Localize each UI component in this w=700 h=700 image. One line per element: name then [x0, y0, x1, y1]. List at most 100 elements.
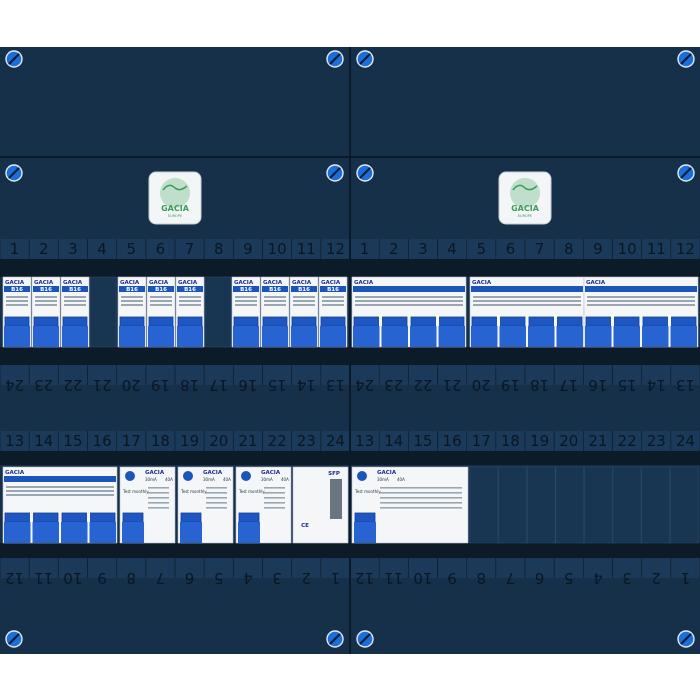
- device-label: [119, 286, 145, 292]
- toggle-lever: [122, 512, 144, 523]
- position-number: 3: [418, 240, 428, 258]
- position-number: 19: [180, 432, 199, 450]
- position-number: 16: [93, 432, 112, 450]
- toggle-base: [4, 522, 31, 543]
- position-number: 17: [122, 432, 141, 450]
- toggle-lever: [291, 316, 317, 327]
- position-number: 8: [126, 569, 136, 587]
- position-number: 12: [5, 569, 24, 587]
- toggle-lever: [61, 512, 87, 523]
- position-number: 7: [535, 240, 545, 258]
- toggle-base: [320, 326, 346, 347]
- position-number: 13: [355, 432, 374, 450]
- toggle-base: [262, 326, 288, 347]
- device-brand: GACIA: [5, 470, 25, 476]
- toggle-lever: [585, 316, 611, 327]
- position-number: 20: [122, 376, 141, 394]
- position-number: 9: [97, 569, 107, 587]
- position-number: 16: [443, 432, 462, 450]
- din-rail: [0, 259, 700, 277]
- device-brand: GACIA: [377, 470, 397, 476]
- device-label: [148, 286, 174, 292]
- device-brand: GACIA: [586, 280, 606, 286]
- toggle-base: [613, 326, 640, 347]
- logo-name: GACIA: [161, 204, 190, 213]
- device-brand: GACIA: [149, 280, 169, 286]
- position-number: 13: [676, 376, 695, 394]
- position-number: 18: [530, 376, 549, 394]
- screw-icon: [356, 164, 374, 182]
- toggle-base: [122, 522, 144, 543]
- position-number: 21: [238, 432, 257, 450]
- rcd-sensitivity: 30mA: [377, 477, 389, 482]
- position-number: 14: [297, 376, 316, 394]
- test-label: Test monthly: [180, 489, 207, 494]
- toggle-lever: [528, 316, 554, 327]
- test-button: [357, 471, 367, 481]
- screw-icon: [326, 50, 344, 68]
- blank-slot: [555, 466, 585, 544]
- position-number: 5: [476, 240, 486, 258]
- toggle-lever: [233, 316, 259, 327]
- rcbo-block: GACIA: [351, 276, 467, 348]
- device-label: [262, 286, 288, 292]
- toggle-base: [438, 326, 465, 347]
- toggle-base: [670, 326, 697, 347]
- toggle-lever: [642, 316, 668, 327]
- toggle-base: [471, 326, 498, 347]
- position-number: 5: [564, 569, 574, 587]
- rcbo-block: GACIA: [583, 276, 699, 348]
- blank-slot: [498, 466, 527, 544]
- device-label: [291, 286, 317, 292]
- position-number: 9: [243, 240, 253, 258]
- position-number: 23: [297, 432, 316, 450]
- device-brand: GACIA: [145, 470, 165, 476]
- position-number: 5: [214, 569, 224, 587]
- device-label: [585, 286, 697, 292]
- position-number: 17: [559, 376, 578, 394]
- position-number: 24: [326, 432, 345, 450]
- blank-slot: [612, 466, 642, 544]
- toggle-base: [585, 326, 612, 347]
- toggle-lever: [557, 316, 583, 327]
- toggle-lever: [382, 316, 408, 327]
- screw-icon: [326, 630, 344, 648]
- position-number: 3: [622, 569, 632, 587]
- device-label: [33, 286, 59, 292]
- device-brand: GACIA: [120, 280, 140, 286]
- position-number: 15: [618, 376, 637, 394]
- toggle-lever: [238, 512, 260, 523]
- din-rail: [0, 543, 700, 558]
- toggle-lever: [180, 512, 202, 523]
- toggle-base: [62, 326, 88, 347]
- toggle-lever: [262, 316, 288, 327]
- device-brand: GACIA: [263, 280, 283, 286]
- device-brand: GACIA: [292, 280, 312, 286]
- position-number: 19: [501, 376, 520, 394]
- position-number: 7: [506, 569, 516, 587]
- rcd-rating: 40A: [223, 477, 231, 482]
- toggle-lever: [471, 316, 497, 327]
- screw-icon: [326, 164, 344, 182]
- device-brand: GACIA: [354, 280, 374, 286]
- position-number: 14: [34, 432, 53, 450]
- toggle-lever: [33, 316, 59, 327]
- device-label: [353, 286, 465, 292]
- toggle-lever: [410, 316, 436, 327]
- position-number: 6: [185, 569, 195, 587]
- position-number: 2: [39, 240, 49, 258]
- device-label: [177, 286, 203, 292]
- position-number: 10: [413, 569, 432, 587]
- ce-mark: CE: [301, 523, 309, 529]
- rcd-sensitivity: 30mA: [203, 477, 215, 482]
- test-button: [241, 471, 251, 481]
- position-number: 2: [389, 240, 399, 258]
